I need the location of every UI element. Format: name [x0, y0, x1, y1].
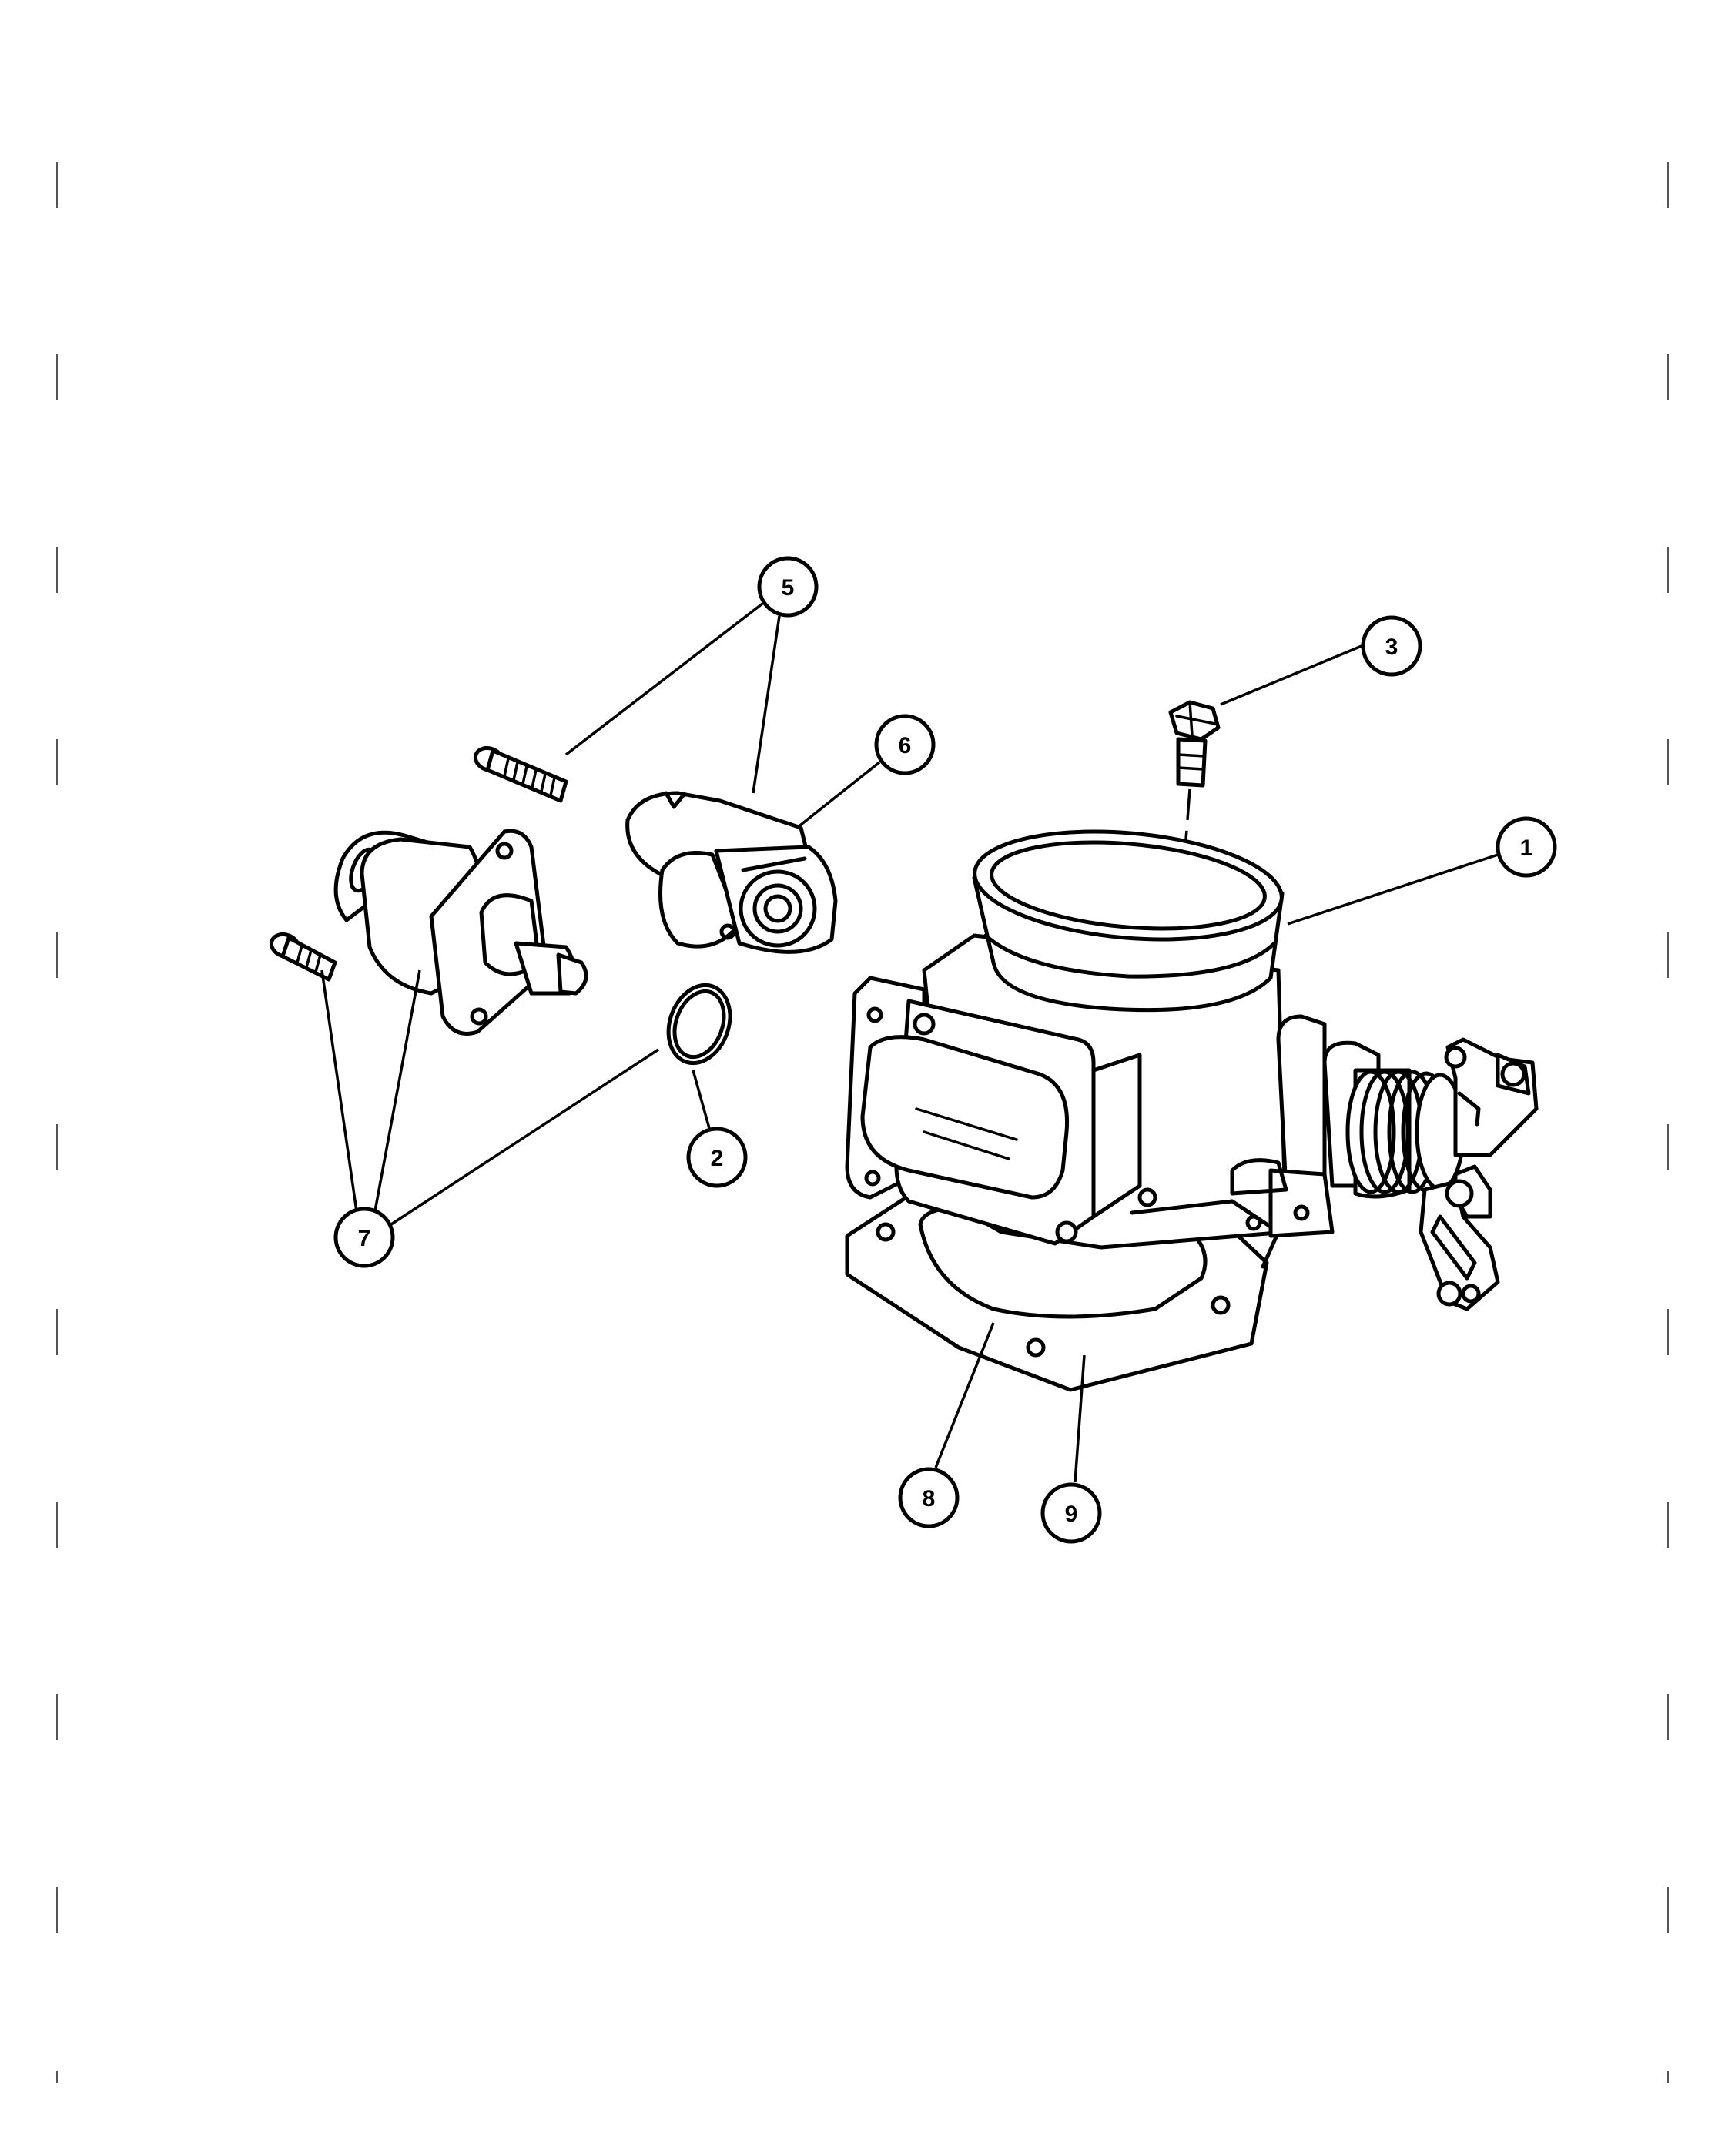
sensor-screw-drawing: [473, 745, 568, 803]
callout-9: 9: [1040, 1482, 1102, 1544]
callout-3-label: 3: [1385, 634, 1398, 660]
callout-2: 2: [686, 1127, 748, 1188]
callout-7-label: 7: [358, 1226, 371, 1251]
callout-8-label: 8: [923, 1486, 936, 1512]
bolt-drawing: [1157, 700, 1221, 1194]
throttle-position-sensor-drawing: [625, 791, 838, 954]
idle-air-control-motor-drawing: [333, 829, 588, 1036]
callout-6-label: 6: [899, 733, 912, 758]
callout-1: 1: [1496, 816, 1557, 878]
leader-lines: [320, 602, 1499, 1483]
callout-5: 5: [757, 556, 819, 618]
callout-3: 3: [1361, 615, 1422, 677]
callout-2-label: 2: [711, 1146, 724, 1171]
callout-7: 7: [333, 1207, 395, 1268]
o-ring-drawing: [666, 983, 732, 1066]
callout-1-label: 1: [1520, 835, 1533, 861]
callout-6: 6: [874, 714, 936, 775]
callout-8: 8: [898, 1467, 960, 1528]
callout-5-label: 5: [782, 575, 795, 601]
callout-9-label: 9: [1065, 1502, 1078, 1527]
throttle-body-drawing: [845, 829, 1539, 1311]
motor-screw-drawing: [269, 932, 337, 982]
